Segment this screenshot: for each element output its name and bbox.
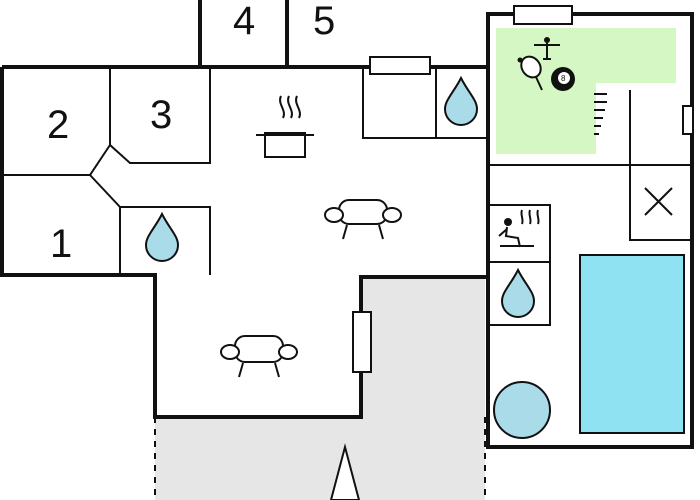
sauna-icon bbox=[498, 209, 540, 248]
room-5-label: 5 bbox=[313, 0, 335, 43]
table-tennis-icon bbox=[517, 55, 543, 91]
room-2-label: 2 bbox=[47, 103, 69, 147]
room-4-label: 4 bbox=[233, 0, 255, 43]
sofa-icon bbox=[324, 199, 402, 240]
north-arrow bbox=[329, 443, 361, 500]
room-3-label: 3 bbox=[150, 93, 172, 137]
sofa-icon bbox=[220, 335, 298, 378]
cooking-pot-icon bbox=[256, 95, 314, 158]
water-drop-icon bbox=[500, 267, 536, 318]
stairs-icon bbox=[594, 93, 607, 135]
water-drop-icon bbox=[443, 75, 479, 126]
hot-tub bbox=[493, 381, 551, 439]
radiator-icon bbox=[369, 56, 431, 75]
swimming-pool bbox=[579, 254, 685, 434]
room-1-label: 1 bbox=[50, 222, 72, 266]
water-drop-icon bbox=[144, 211, 180, 262]
billiard-ball-icon: 8 bbox=[551, 67, 575, 91]
table-football-icon bbox=[534, 37, 560, 60]
svg-text:8: 8 bbox=[561, 74, 566, 83]
